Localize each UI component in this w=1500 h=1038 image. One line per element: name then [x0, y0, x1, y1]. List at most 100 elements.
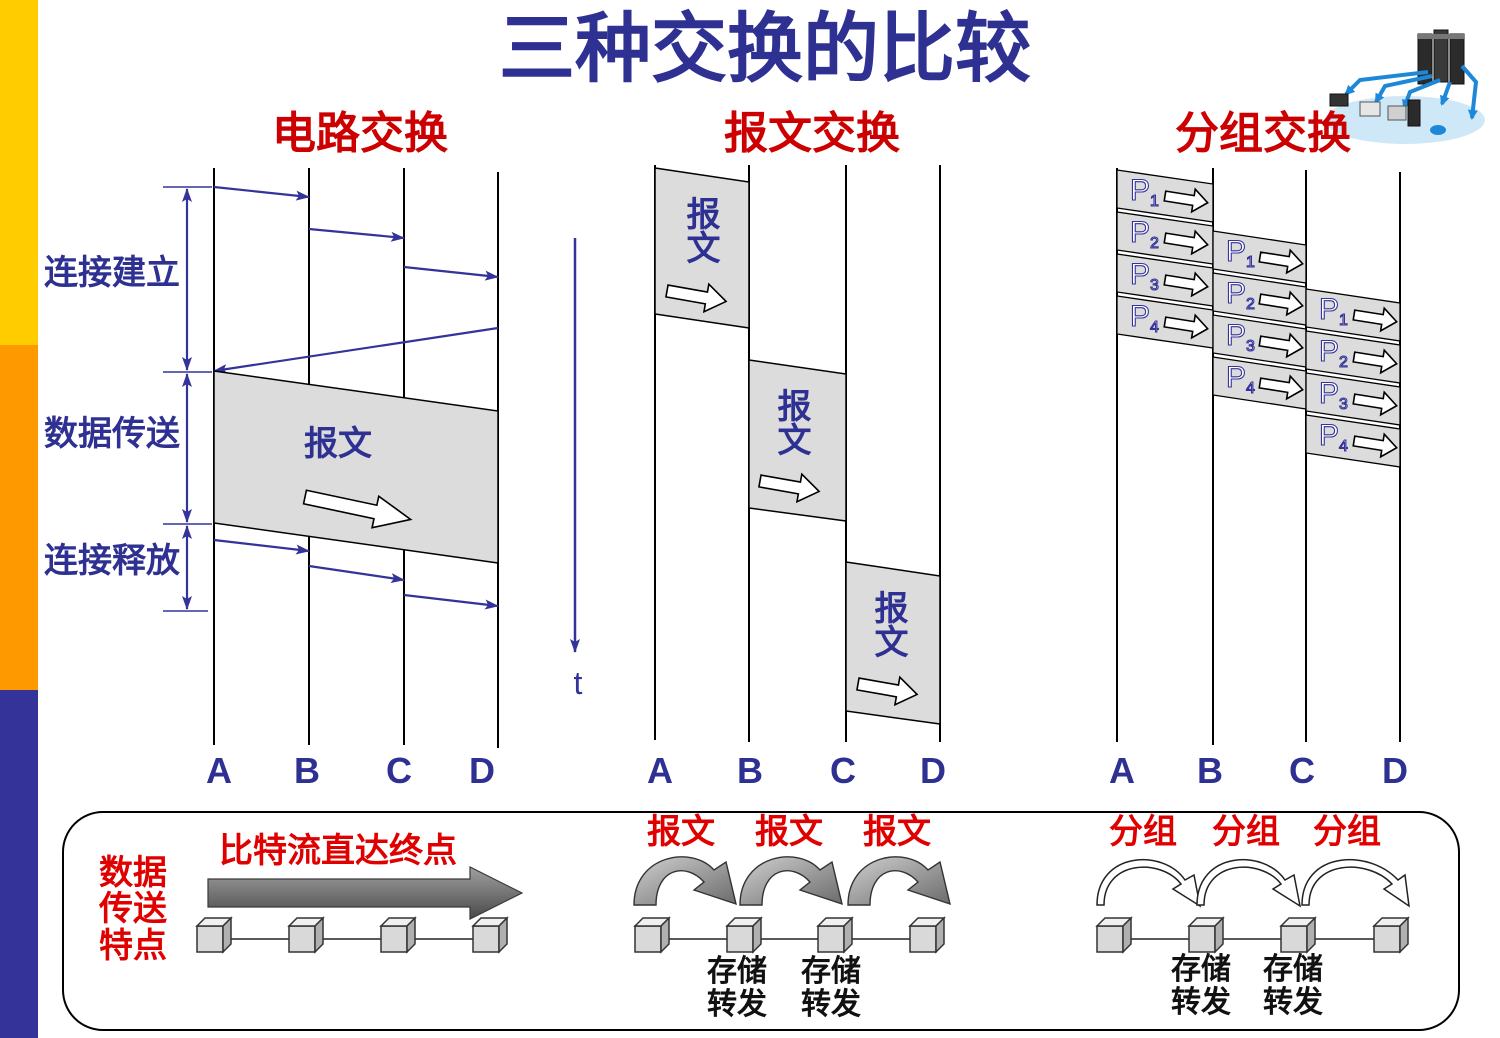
release-arrow-c-d [403, 593, 499, 610]
circuit-summary: 数据 传送 特点 比特流直达终点 [98, 832, 524, 965]
message-block-a-b: 报文 [654, 167, 750, 329]
message-block-label: 报文 [681, 196, 720, 264]
packet-b-c-p3: P3 [1212, 314, 1307, 368]
message-block-c-d: 报文 [845, 561, 941, 725]
hop-curved-arrow-icon [1096, 859, 1202, 908]
hop-curved-arrow-icon [739, 856, 843, 906]
release-arrow-a-b [213, 538, 310, 555]
packet-a-b-p4: P4 [1116, 295, 1214, 349]
packet-a-b-p1: P1 [1116, 169, 1214, 223]
phase-label-transfer: 数据传送 [44, 415, 180, 453]
hop-label: 分组 [1109, 813, 1177, 851]
store-forward-label: 转发 [707, 988, 767, 1021]
hop-curved-arrow-icon [1196, 859, 1302, 908]
message-node-label-b: B [737, 750, 763, 791]
cube-node-icon [634, 917, 670, 953]
message-node-label-d: D [920, 750, 946, 791]
store-forward-label: 存储 [1263, 953, 1323, 986]
packet-label: P3 [1319, 377, 1348, 413]
packet-label: P4 [1319, 419, 1348, 455]
message-block-b-c: 报文 [748, 359, 847, 522]
packet-node-label-a: A [1109, 750, 1135, 791]
bitstream-arrow-icon [207, 866, 524, 920]
time-axis-label: t [574, 665, 583, 701]
cube-node-icon [196, 917, 232, 953]
store-forward-label: 存储 [1171, 953, 1231, 986]
message-switching-heading: 报文交换 [724, 109, 900, 158]
sidebar-segment-yellow [0, 0, 38, 345]
slide-title: 三种交换的比较 [499, 7, 1031, 92]
setup-arrow-a-b [213, 185, 310, 201]
feature-label-line: 特点 [99, 927, 167, 965]
circuit-node-label-a: A [206, 750, 232, 791]
circuit-switching-diagram: 报文 连接建立 数据传送 连接释放 A B C D [44, 168, 499, 791]
cube-node-icon [1373, 917, 1409, 953]
cube-node-icon [909, 917, 945, 953]
packet-label: P1 [1319, 293, 1348, 329]
sidebar-segment-blue [0, 690, 38, 1038]
cube-node-icon [726, 917, 762, 953]
packet-c-d-p4: P4 [1305, 414, 1401, 468]
packet-label: P3 [1226, 319, 1255, 355]
cube-node-icon [1096, 917, 1132, 953]
summary-panel: 数据 传送 特点 比特流直达终点 报文 报文 报文 存储 转发 [62, 811, 1460, 1031]
store-forward-label: 存储 [707, 955, 767, 988]
bitstream-caption: 比特流直达终点 [219, 832, 457, 870]
circuit-node-label-b: B [294, 750, 320, 791]
hop-label: 报文 [755, 813, 823, 851]
packet-node-label-b: B [1197, 750, 1223, 791]
packet-c-d-p1: P1 [1305, 288, 1401, 342]
cube-node-icon [472, 917, 508, 953]
packet-b-c-p1: P1 [1212, 230, 1307, 284]
hop-label: 分组 [1212, 813, 1280, 851]
packet-b-c-p4: P4 [1212, 356, 1307, 410]
message-switching-diagram: 报文 报文 报文 A B C D [647, 165, 946, 791]
packet-label: P3 [1130, 258, 1159, 294]
hop-curved-arrow-icon [847, 856, 951, 906]
setup-arrow-b-c [308, 227, 405, 242]
setup-ack-arrow-d-a [213, 326, 499, 374]
message-block-label: 报文 [772, 388, 811, 456]
packet-switching-heading: 分组交换 [1175, 109, 1351, 158]
cube-node-icon [1188, 917, 1224, 953]
packet-a-b-p3: P3 [1116, 253, 1214, 307]
packet-b-c-p2: P2 [1212, 272, 1307, 326]
release-arrow-b-c [308, 564, 405, 584]
store-forward-label: 转发 [1171, 986, 1231, 1019]
message-node-label-c: C [830, 750, 856, 791]
hop-curved-arrow-icon [1301, 859, 1410, 908]
packet-switching-diagram: P1 P2 P3 P4 P1 P2 [1109, 168, 1408, 791]
sidebar-segment-orange [0, 345, 38, 690]
time-axis: t [570, 238, 583, 701]
message-node-label-a: A [647, 750, 673, 791]
hop-label: 分组 [1313, 813, 1381, 851]
hop-label: 报文 [647, 813, 715, 851]
message-summary: 报文 报文 报文 存储 转发 存储 转发 [633, 813, 951, 1021]
packet-node-label-d: D [1382, 750, 1408, 791]
hop-label: 报文 [863, 813, 931, 851]
message-block-label: 报文 [869, 590, 908, 658]
hop-curved-arrow-icon [633, 856, 737, 906]
packet-label: P2 [1130, 216, 1159, 252]
packet-label: P2 [1226, 277, 1255, 313]
packet-c-d-p3: P3 [1305, 372, 1401, 426]
circuit-node-label-c: C [386, 750, 412, 791]
phase-label-release: 连接释放 [44, 542, 180, 580]
circuit-data-block [213, 370, 499, 564]
store-forward-label: 转发 [801, 988, 861, 1021]
packet-node-label-c: C [1289, 750, 1315, 791]
cube-node-icon [380, 917, 416, 953]
packet-label: P1 [1130, 174, 1159, 210]
sidebar-stripe [0, 0, 38, 1038]
packet-summary: 分组 分组 分组 存储 转发 存储 转发 [1096, 813, 1410, 1019]
cube-node-icon [288, 917, 324, 953]
feature-label-line: 传送 [98, 890, 167, 928]
network-topology-icon [1325, 29, 1485, 144]
packet-a-b-p2: P2 [1116, 211, 1214, 265]
packet-label: P1 [1226, 235, 1255, 271]
packet-label: P2 [1319, 335, 1348, 371]
phase-label-setup: 连接建立 [44, 254, 180, 292]
feature-label-line: 数据 [99, 854, 167, 892]
cube-node-icon [1280, 917, 1316, 953]
